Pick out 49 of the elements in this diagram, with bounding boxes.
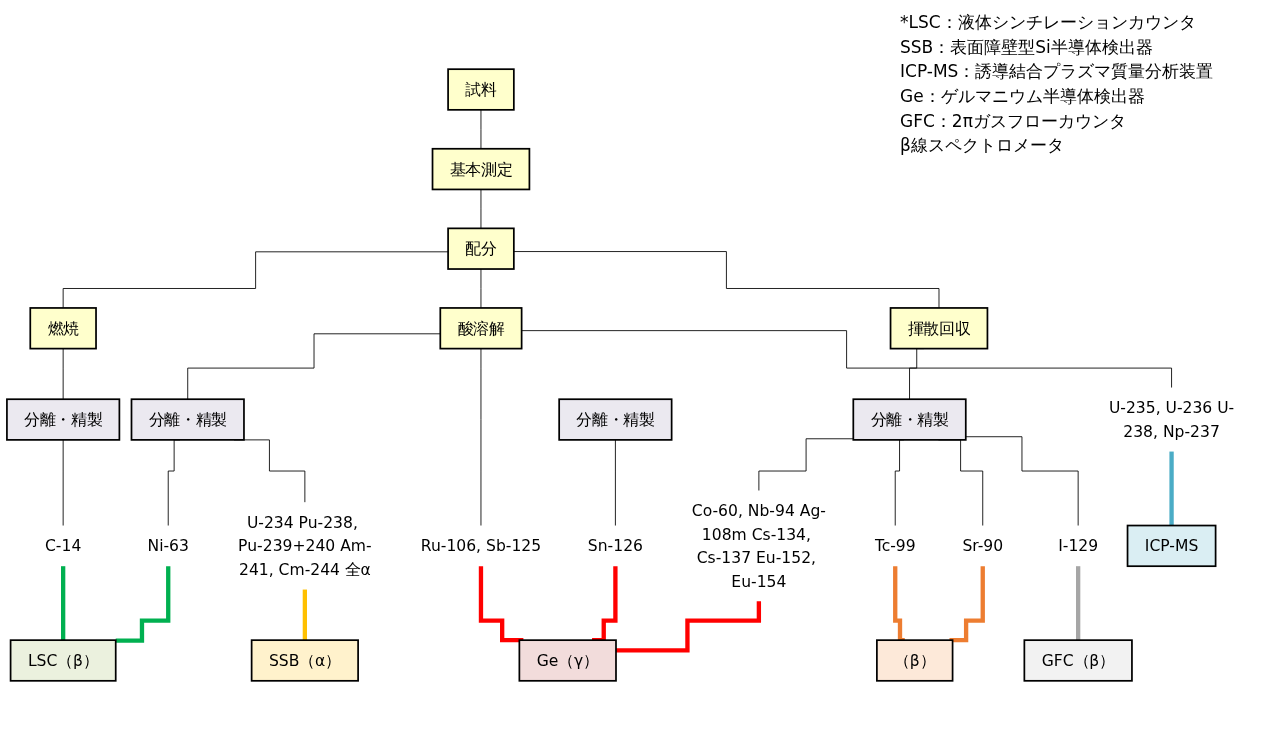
- node-text: C-14: [45, 536, 82, 555]
- node-box: 分離・精製: [558, 398, 673, 441]
- connector: [62, 439, 64, 526]
- connector: [521, 330, 1172, 388]
- connector: [614, 439, 616, 526]
- node-text: Ru-106, Sb-125: [420, 536, 542, 555]
- connector: [480, 109, 482, 150]
- node-box: 分離・精製: [6, 398, 121, 441]
- node-text: Tc-99: [874, 536, 916, 555]
- abbreviation-note: ICP-MS：誘導結合プラズマ質量分析装置: [900, 60, 1215, 84]
- connector: [480, 348, 482, 526]
- node-text: Ni-63: [147, 536, 189, 555]
- node-box: （β）: [876, 639, 954, 682]
- abbreviation-note: SSB：表面障壁型Si半導体検出器: [900, 35, 1154, 59]
- connector: [616, 599, 762, 653]
- connector: [965, 436, 1079, 526]
- node-box: 配分: [447, 227, 515, 270]
- node-box: Ge（γ）: [518, 639, 617, 682]
- abbreviation-note: *LSC：液体シンチレーションカウンタ: [900, 11, 1197, 34]
- abbreviation-note: Ge：ゲルマニウム半導体検出器: [900, 84, 1146, 108]
- connector: [187, 333, 441, 400]
- node-text: U-235, U-236 U-238, Np-237: [1108, 398, 1235, 441]
- node-text: U-234 Pu-238, Pu-239+240 Am-241, Cm-244 全α: [238, 513, 372, 579]
- abbreviation-note: β線スペクトロメータ: [900, 134, 1065, 158]
- abbreviation-note: GFC：2πガスフローカウンタ: [900, 109, 1127, 133]
- node-text: Sr-90: [962, 536, 1004, 555]
- connector: [758, 438, 854, 491]
- node-box: 分離・精製: [130, 398, 245, 441]
- connector: [480, 189, 482, 229]
- node-text: Sn-126: [587, 536, 643, 555]
- connector: [478, 564, 524, 643]
- node-box: 分離・精製: [852, 398, 967, 441]
- node-box: 燃焼: [29, 307, 97, 350]
- node-box: 揮散回収: [889, 307, 989, 350]
- connector: [480, 268, 482, 309]
- node-box: ICP-MS: [1126, 524, 1217, 568]
- connector: [513, 251, 940, 309]
- node-box: 酸溶解: [439, 307, 523, 350]
- node-box: SSB（α）: [250, 639, 359, 682]
- connector: [115, 564, 171, 643]
- connector: [949, 564, 985, 643]
- node-text: I-129: [1058, 536, 1099, 555]
- node-box: LSC（β）: [9, 639, 117, 682]
- node-box: 基本測定: [431, 147, 531, 191]
- connector: [62, 348, 64, 400]
- node-box: GFC（β）: [1023, 639, 1133, 682]
- node-text: Co-60, Nb-94 Ag-108m Cs-134, Cs-137 Eu-152, Eu-154: [691, 501, 826, 590]
- connector: [62, 251, 449, 309]
- node-box: 試料: [447, 68, 515, 111]
